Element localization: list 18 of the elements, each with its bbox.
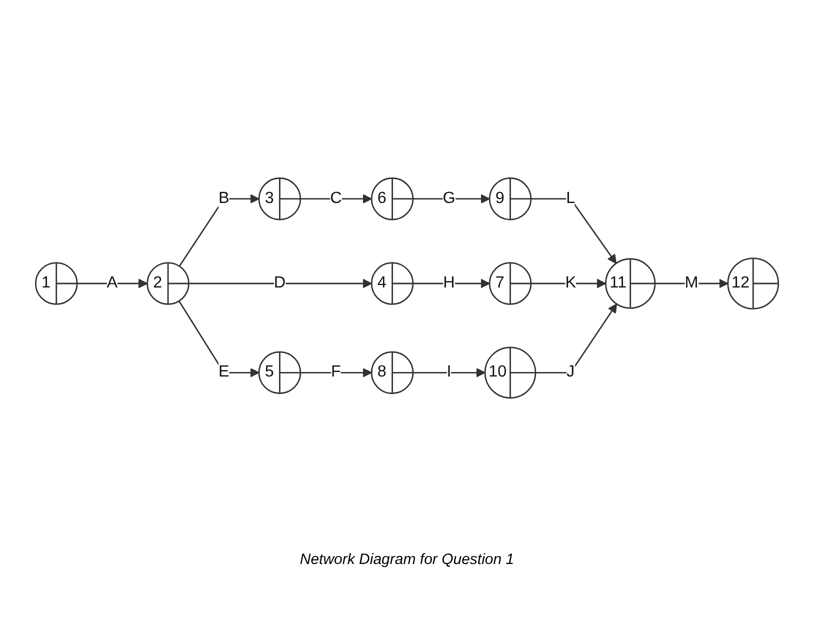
edge-label: L — [566, 188, 576, 208]
edge-label: F — [331, 362, 341, 382]
edge-label: D — [274, 274, 286, 292]
arrow — [535, 304, 618, 374]
caption: Network Diagram for Question 1 — [300, 551, 514, 568]
edge-label: I — [446, 362, 452, 382]
edge-label: G — [442, 188, 456, 208]
edge-label: M — [684, 274, 698, 292]
edge-label: A — [106, 274, 118, 292]
arrow — [530, 198, 617, 264]
edge-label: B — [218, 188, 230, 208]
edge-label: K — [565, 274, 576, 292]
edge-label: J — [566, 362, 575, 382]
arrow — [188, 278, 372, 288]
edge-label: E — [218, 362, 230, 382]
edge-label: H — [443, 274, 455, 292]
edge-label: C — [330, 188, 342, 208]
arrow — [413, 368, 486, 378]
